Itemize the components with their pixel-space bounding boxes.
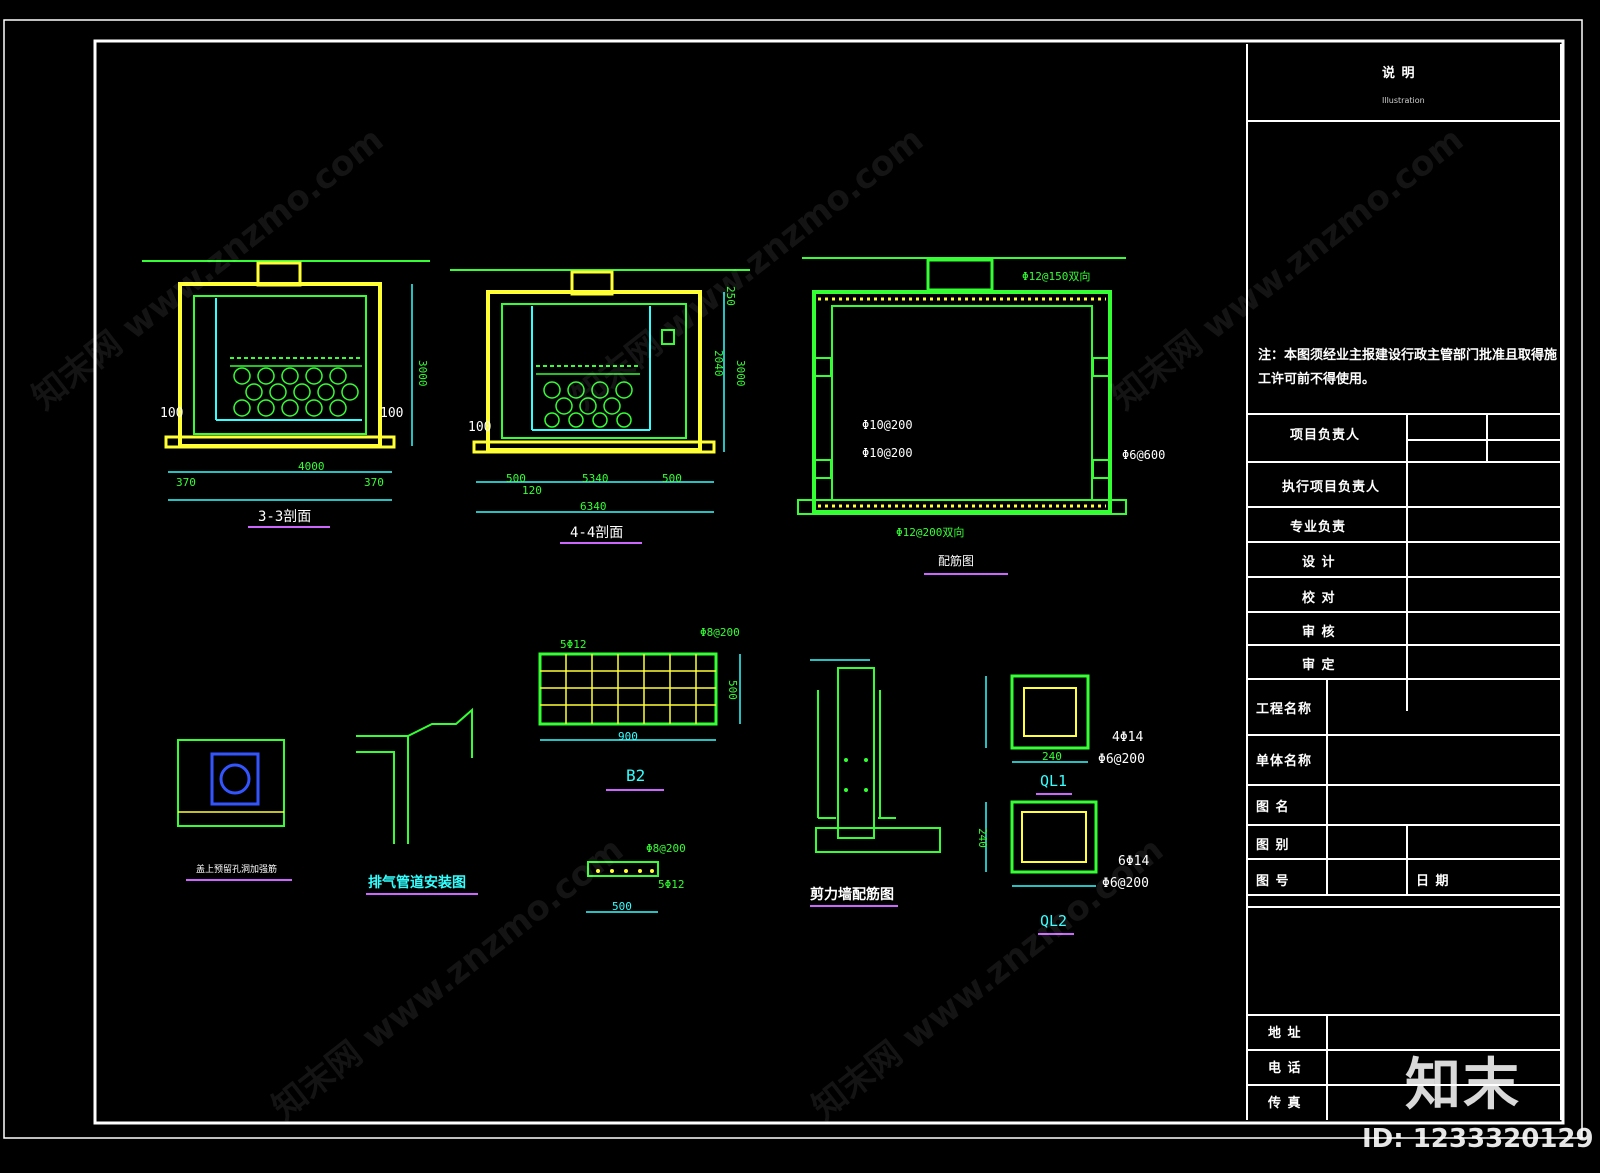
title-block-heading: 说 明 — [1382, 66, 1416, 81]
tb-row-exec-lead: 执行项目负责人 — [1282, 480, 1381, 495]
tb-row-review: 审 核 — [1302, 625, 1336, 640]
title-block: 说 明 Illustration 注：本图须经业主报建设行政主管部门批准且取得施… — [1246, 44, 1562, 1120]
shear-wall-detail — [810, 659, 941, 907]
small-rebar-detail — [586, 861, 659, 913]
b2-detail — [538, 652, 741, 791]
ql1-section — [985, 674, 1090, 795]
inner-border — [93, 39, 1565, 1125]
tb-row-drawing-name: 图 名 — [1256, 800, 1290, 815]
cover-opening-detail — [177, 739, 292, 881]
tb-row-check: 校 对 — [1302, 591, 1336, 606]
watermark-id: ID: 1233320129 — [1362, 1124, 1594, 1154]
tb-row-drawing-number: 图 号 — [1256, 874, 1290, 889]
vent-pipe-detail — [356, 707, 478, 895]
tb-row-discipline-lead: 专业负责 — [1290, 520, 1347, 535]
reinforcement-plan — [797, 257, 1127, 575]
tb-contact-address: 地 址 — [1268, 1026, 1302, 1041]
tb-contact-fax: 传 真 — [1268, 1096, 1302, 1111]
tb-row-project-name: 工程名称 — [1256, 702, 1313, 717]
ql2-section — [985, 800, 1098, 935]
tb-date-label: 日 期 — [1416, 874, 1450, 889]
tb-row-project-lead: 项目负责人 — [1290, 428, 1361, 443]
tb-row-unit-name: 单体名称 — [1256, 754, 1313, 769]
watermark-logo: 知末 — [1405, 1053, 1521, 1118]
outer-border — [3, 19, 1583, 1139]
section-4-4 — [450, 269, 750, 544]
tb-row-design: 设 计 — [1302, 555, 1336, 570]
tb-row-approve: 审 定 — [1302, 658, 1336, 673]
section-3-3 — [142, 260, 430, 528]
tb-row-drawing-type: 图 别 — [1256, 838, 1290, 853]
title-block-note: 注：本图须经业主报建设行政主管部门批准且取得施工许可前不得使用。 — [1258, 348, 1558, 387]
tb-contact-phone: 电 话 — [1268, 1061, 1302, 1076]
title-block-heading-sub: Illustration — [1382, 96, 1425, 105]
